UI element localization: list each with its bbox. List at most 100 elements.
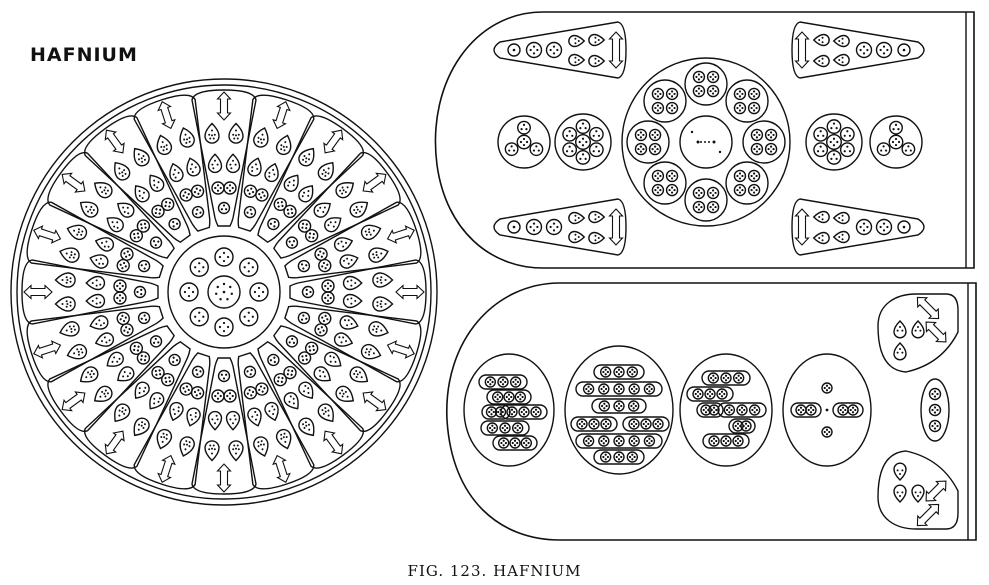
figure-caption: FIG. 123. HAFNIUM (0, 562, 989, 580)
dot (736, 188, 739, 192)
dot (233, 444, 236, 447)
dot (284, 440, 287, 443)
sphere (897, 220, 911, 234)
bar-capsule (575, 433, 663, 449)
teardrop-outline (283, 174, 299, 192)
dot (268, 410, 271, 413)
dot (513, 444, 517, 447)
dot (140, 358, 143, 361)
dot (249, 373, 252, 376)
sphere (530, 406, 542, 418)
dot (670, 104, 674, 107)
dot (532, 229, 536, 232)
dot (592, 150, 595, 153)
dot (375, 254, 378, 257)
dot (342, 245, 345, 248)
dot (656, 90, 660, 93)
dot (522, 123, 526, 126)
dot (324, 174, 327, 177)
dot (617, 407, 621, 410)
dot (159, 373, 162, 376)
arrow-outline (216, 463, 232, 493)
dot (282, 145, 285, 148)
dot (141, 197, 144, 200)
dot (880, 149, 883, 152)
dot (673, 188, 676, 192)
segment-outline (284, 305, 422, 383)
teardrop (342, 293, 363, 309)
dot (646, 387, 649, 391)
dot (597, 134, 601, 137)
sphere (243, 205, 257, 219)
dot (80, 348, 83, 351)
teardrop-outline (225, 153, 241, 174)
teardrop-outline (114, 161, 131, 181)
dot (212, 444, 215, 447)
dot (286, 373, 289, 376)
teardrop (317, 403, 334, 423)
dot (285, 145, 288, 148)
lower-bar-panel (446, 282, 977, 541)
dot (173, 413, 176, 416)
dot (529, 48, 532, 52)
dot (849, 408, 852, 412)
sphere (113, 291, 127, 305)
funnel-outline (791, 21, 925, 79)
dot (514, 378, 517, 381)
dot (697, 208, 701, 211)
dot (189, 167, 192, 170)
dot (823, 430, 826, 434)
arrow-outline (23, 284, 53, 300)
dot (308, 153, 311, 156)
dot (529, 225, 532, 229)
dot (341, 389, 344, 392)
dot (158, 397, 161, 400)
dot (615, 439, 618, 443)
dot (650, 387, 653, 391)
teardrop-outline (832, 230, 850, 244)
teardrop (832, 53, 850, 67)
arrow-outline (608, 31, 624, 69)
dot (262, 443, 265, 446)
dot (301, 355, 304, 358)
teardrop-outline (893, 484, 907, 503)
dot (375, 251, 378, 254)
teardrop-outline (349, 366, 369, 383)
dot (273, 225, 276, 228)
teardrop (283, 174, 299, 192)
sphere (613, 400, 625, 412)
dot (574, 56, 577, 59)
dot (931, 424, 934, 428)
dot (257, 140, 260, 143)
dot (510, 408, 514, 411)
dot (172, 408, 175, 411)
dot (231, 186, 234, 190)
dot (158, 212, 161, 215)
dot (552, 45, 556, 48)
dot (659, 106, 662, 110)
dot (104, 389, 107, 392)
dot (140, 264, 143, 267)
teardrop (298, 381, 314, 399)
dot (709, 89, 712, 93)
dot (321, 172, 324, 175)
dot (501, 383, 505, 386)
sphere (243, 386, 258, 400)
double-arrow (272, 454, 291, 483)
dot (597, 150, 601, 153)
teardrop-outline (59, 321, 80, 337)
dot (501, 410, 504, 414)
teardrop-outline (114, 403, 131, 423)
sphere (190, 184, 205, 198)
dot (216, 397, 220, 400)
dot (633, 442, 636, 445)
teardrop (588, 54, 606, 68)
dot (197, 389, 200, 392)
bar-capsule (492, 435, 538, 451)
dot (581, 144, 585, 147)
dot (133, 233, 136, 236)
dot (506, 426, 509, 430)
dot (233, 414, 236, 417)
dot (77, 353, 80, 356)
bar-capsule (702, 433, 750, 449)
